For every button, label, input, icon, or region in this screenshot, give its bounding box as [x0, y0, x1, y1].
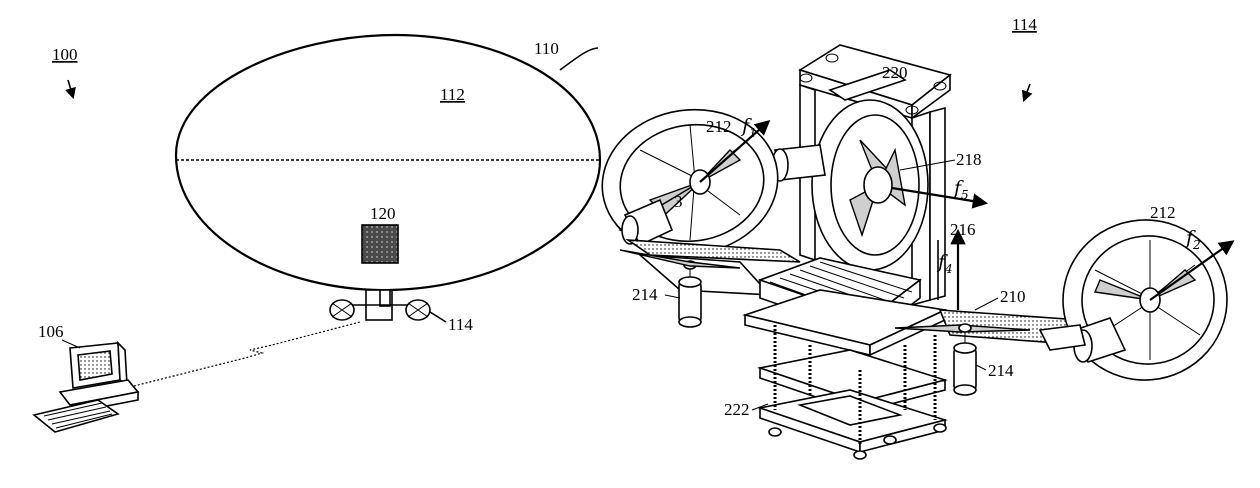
gondola-label: 114 — [448, 315, 473, 334]
arm-label: 210 — [1000, 287, 1026, 306]
force-f5-arrow — [891, 186, 989, 209]
center-fan-leader — [899, 159, 956, 171]
payload-label: 120 — [370, 204, 396, 223]
force-f1-label: f1 — [740, 115, 757, 140]
arm-leader — [974, 297, 999, 311]
center-fan — [771, 99, 929, 271]
base-leader — [751, 403, 769, 411]
computer-leader — [61, 339, 81, 349]
hull-interior-label: 112 — [440, 85, 465, 104]
wireless-link — [129, 321, 361, 388]
left-fan-label: 212 — [706, 117, 732, 136]
base-label: 222 — [724, 400, 750, 419]
left-fan — [601, 108, 779, 256]
computer-icon — [32, 340, 140, 433]
airship-hull — [174, 33, 602, 292]
frame-label: 220 — [882, 63, 908, 82]
force-f2-arrow — [1149, 240, 1235, 301]
propulsion-unit-detail: 114 220 — [601, 15, 1235, 460]
right-fan — [1038, 219, 1228, 381]
detail-ref-label: 114 — [1012, 15, 1037, 34]
center-fan-label: 218 — [956, 150, 982, 169]
right-fan-label: 212 — [1150, 203, 1176, 222]
system-ref-label: 100 — [52, 45, 78, 64]
computer-label: 106 — [38, 322, 64, 341]
force-f5-label: f5 — [952, 177, 969, 202]
force-f4-label: f4 — [936, 251, 953, 276]
system-ref-arrow — [65, 79, 76, 100]
hull-label: 110 — [534, 39, 559, 58]
left-motor-leader — [664, 294, 681, 299]
system-overview: 100 110 112 120 114 — [32, 33, 602, 433]
base-stack — [756, 325, 948, 460]
force-f1-arrow — [699, 119, 771, 183]
payload-box — [361, 224, 399, 264]
left-arm — [619, 239, 801, 328]
right-motor-leader — [975, 364, 987, 371]
mast-label: 216 — [950, 220, 976, 239]
right-motor-label: 214 — [988, 361, 1014, 380]
gondola-propulsion — [329, 289, 447, 323]
left-motor-label: 214 — [632, 285, 658, 304]
force-f2-label: f2 — [1184, 227, 1201, 252]
detail-ref-arrow — [1021, 83, 1033, 103]
inner-fan-number: 3 — [674, 192, 683, 211]
